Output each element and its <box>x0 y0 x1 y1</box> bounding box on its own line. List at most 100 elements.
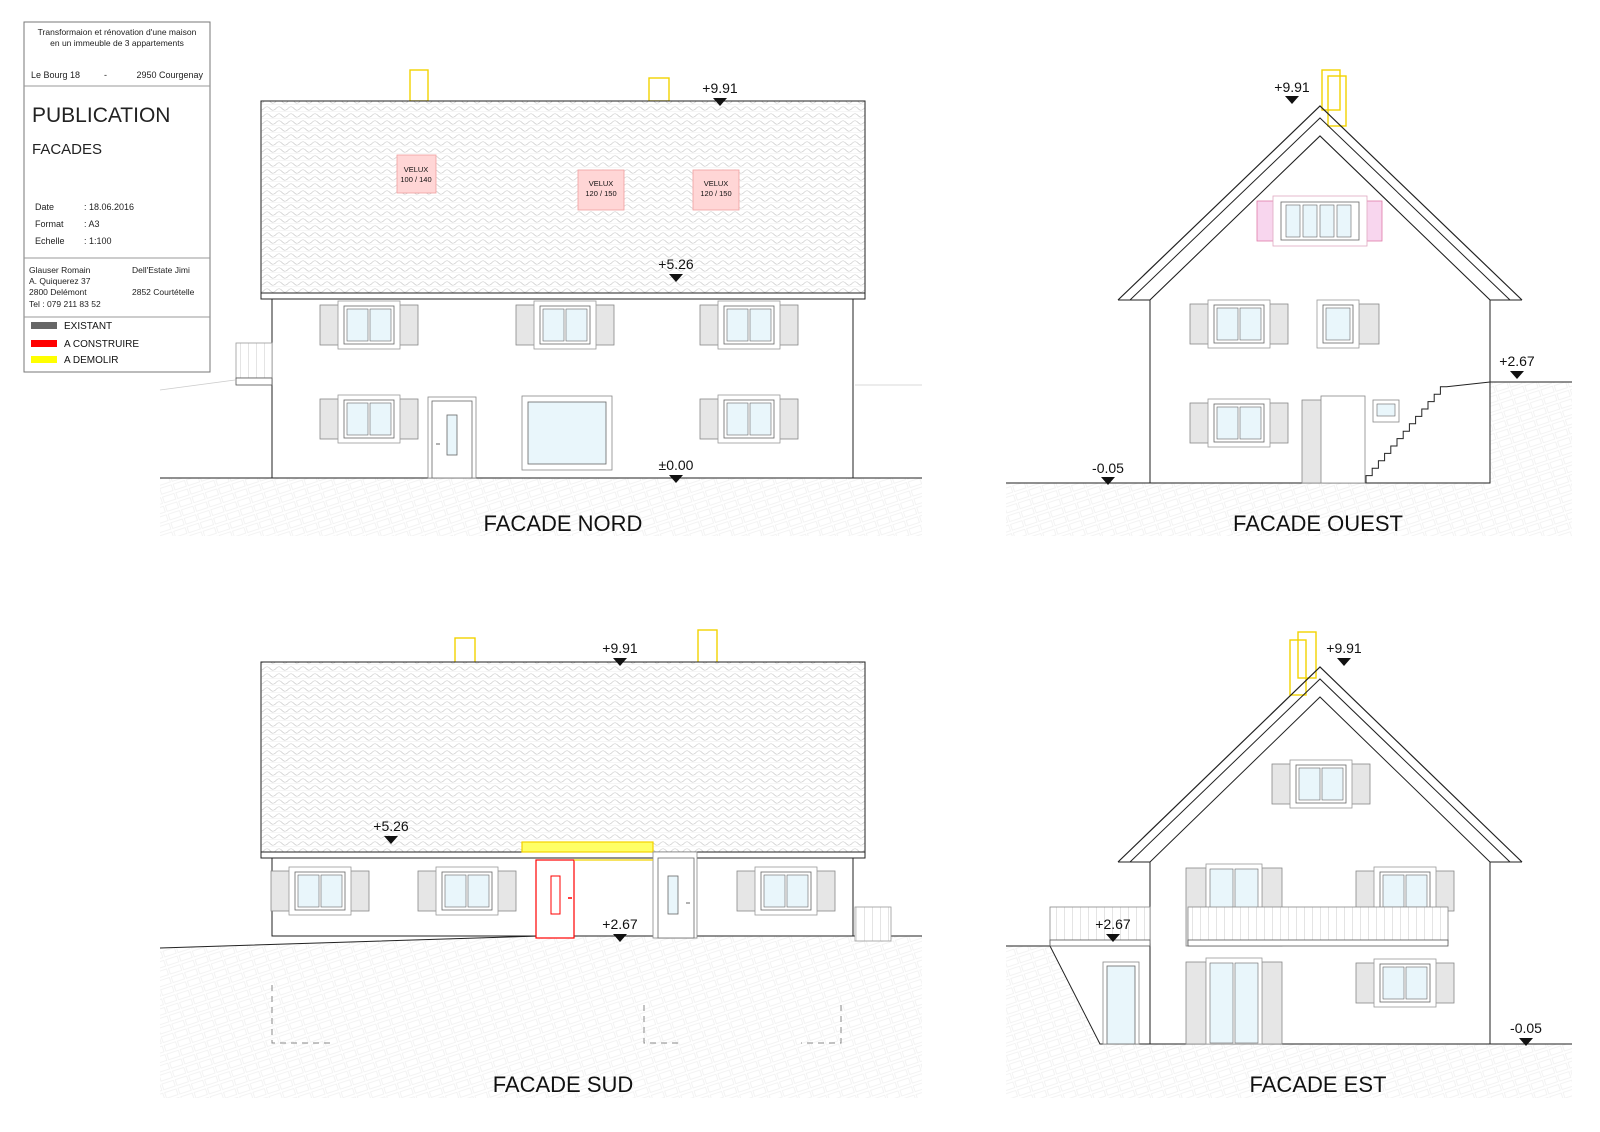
door <box>1320 395 1366 484</box>
level-marker-right: +2.67 <box>1499 353 1535 379</box>
facade-title: FACADE NORD <box>484 511 643 536</box>
author-city: 2800 Delémont <box>29 287 87 297</box>
window-with-shutters <box>1189 299 1289 349</box>
city: 2950 Courgenay <box>136 70 203 80</box>
railing <box>854 906 892 942</box>
level-marker-mid: +5.26 <box>373 818 409 844</box>
svg-text:±0.00: ±0.00 <box>659 457 694 473</box>
address: Le Bourg 18 <box>31 70 80 80</box>
sheet-title: FACADES <box>32 141 102 158</box>
svg-text:+9.91: +9.91 <box>602 640 638 656</box>
svg-text:VELUX: VELUX <box>589 179 614 188</box>
level-marker-top: +9.91 <box>702 80 738 106</box>
level-marker-entry: +2.67 <box>602 916 638 942</box>
window-with-shutters <box>319 300 419 350</box>
new-door <box>535 859 575 939</box>
author-tel: Tel : 079 211 83 52 <box>29 299 101 309</box>
attic-window <box>1256 195 1383 247</box>
french-door-with-shutters <box>1185 957 1283 1045</box>
author-street: A. Quiquerez 37 <box>29 276 91 286</box>
window-with-shutters <box>1189 398 1289 448</box>
level-marker-mid: +5.26 <box>658 256 694 282</box>
chimney-demolish <box>409 69 429 102</box>
svg-text:VELUX: VELUX <box>704 179 729 188</box>
legend-label-new: A CONSTRUIRE <box>64 339 139 350</box>
velux-window: VELUX 120 / 150 <box>692 169 740 211</box>
level-marker-top: +9.91 <box>1326 640 1362 666</box>
gable-roof <box>1117 105 1523 301</box>
level-marker-top: +9.91 <box>1274 79 1310 104</box>
door <box>652 851 698 939</box>
hidden-foundation <box>271 985 330 1044</box>
level-marker-right: -0.05 <box>1510 1020 1542 1046</box>
svg-text:120 / 150: 120 / 150 <box>585 189 616 198</box>
legend-swatch-new <box>31 340 57 347</box>
window-with-shutters <box>1271 759 1371 809</box>
door <box>427 396 477 479</box>
scale-label: Echelle <box>35 236 65 246</box>
svg-text:120 / 150: 120 / 150 <box>700 189 731 198</box>
terrace-railing <box>1049 906 1151 944</box>
window-with-shutters <box>417 866 517 916</box>
format-value: : A3 <box>84 219 100 229</box>
level-marker-left: +2.67 <box>1095 916 1131 942</box>
date-value: : 18.06.2016 <box>84 202 134 212</box>
svg-text:+2.67: +2.67 <box>1499 353 1535 369</box>
svg-text:VELUX: VELUX <box>404 165 429 174</box>
shutter <box>1301 399 1323 484</box>
format-label: Format <box>35 219 64 229</box>
gable-roof <box>1117 666 1523 863</box>
level-marker-top: +9.91 <box>602 640 638 666</box>
demolish-overhang <box>521 841 654 853</box>
facade-est: +9.91 +2.67 -0.05 FACADE EST <box>1006 631 1572 1098</box>
svg-text:+9.91: +9.91 <box>1326 640 1362 656</box>
address-separator: - <box>104 70 107 80</box>
scale-value: : 1:100 <box>84 236 112 246</box>
legend-label-demolish: A DEMOLIR <box>64 355 118 366</box>
roof <box>260 661 866 853</box>
window-with-shutter <box>1316 299 1380 349</box>
facade-title: FACADE SUD <box>493 1072 634 1097</box>
legend-label-existing: EXISTANT <box>64 321 112 332</box>
project-line-1: Transformaion et rénovation d'une maison <box>38 27 197 37</box>
svg-text:+9.91: +9.91 <box>702 80 738 96</box>
svg-text:-0.05: -0.05 <box>1510 1020 1542 1036</box>
railing <box>235 342 273 379</box>
window-with-shutters <box>515 300 615 350</box>
balcony <box>1187 906 1449 944</box>
project-line-2: en un immeuble de 3 appartements <box>50 38 184 48</box>
author-name: Glauser Romain <box>29 265 91 275</box>
legend: EXISTANT A CONSTRUIRE A DEMOLIR <box>31 321 139 366</box>
window-with-shutters <box>699 300 799 350</box>
facade-title: FACADE OUEST <box>1233 511 1403 536</box>
velux-window: VELUX 120 / 150 <box>577 169 625 211</box>
svg-text:+9.91: +9.91 <box>1274 79 1310 95</box>
window-with-shutters <box>319 394 419 444</box>
publication-title: PUBLICATION <box>32 104 170 127</box>
window-with-shutters <box>736 866 836 916</box>
window-with-shutters <box>699 394 799 444</box>
facade-sud: +9.91 +5.26 +2.67 FACADE SUD <box>159 629 922 1098</box>
level-marker-left: -0.05 <box>1092 460 1124 485</box>
eave <box>260 292 866 300</box>
exterior-stairs <box>1365 381 1572 483</box>
svg-text:100 / 140: 100 / 140 <box>400 175 431 184</box>
ground-hatch <box>160 936 922 1098</box>
client-city: 2852 Courtételle <box>132 287 195 297</box>
window-with-shutters <box>1355 958 1455 1008</box>
legend-swatch-existing <box>31 322 57 329</box>
legend-swatch-demolish <box>31 356 57 363</box>
window-with-shutters <box>1355 866 1455 916</box>
ground-hatch <box>160 478 922 536</box>
title-block: Transformaion et rénovation d'une maison… <box>23 21 211 373</box>
facade-ouest: +9.91 +2.67 -0.05 FACADE OUEST <box>1006 69 1572 536</box>
door <box>1102 961 1140 1045</box>
ground-hatch <box>1006 946 1572 1098</box>
svg-text:-0.05: -0.05 <box>1092 460 1124 476</box>
chimney-demolish <box>648 77 670 102</box>
ground-hatch <box>1006 483 1572 536</box>
svg-text:+5.26: +5.26 <box>373 818 409 834</box>
window-with-shutters <box>270 866 370 916</box>
facade-title: FACADE EST <box>1250 1072 1387 1097</box>
